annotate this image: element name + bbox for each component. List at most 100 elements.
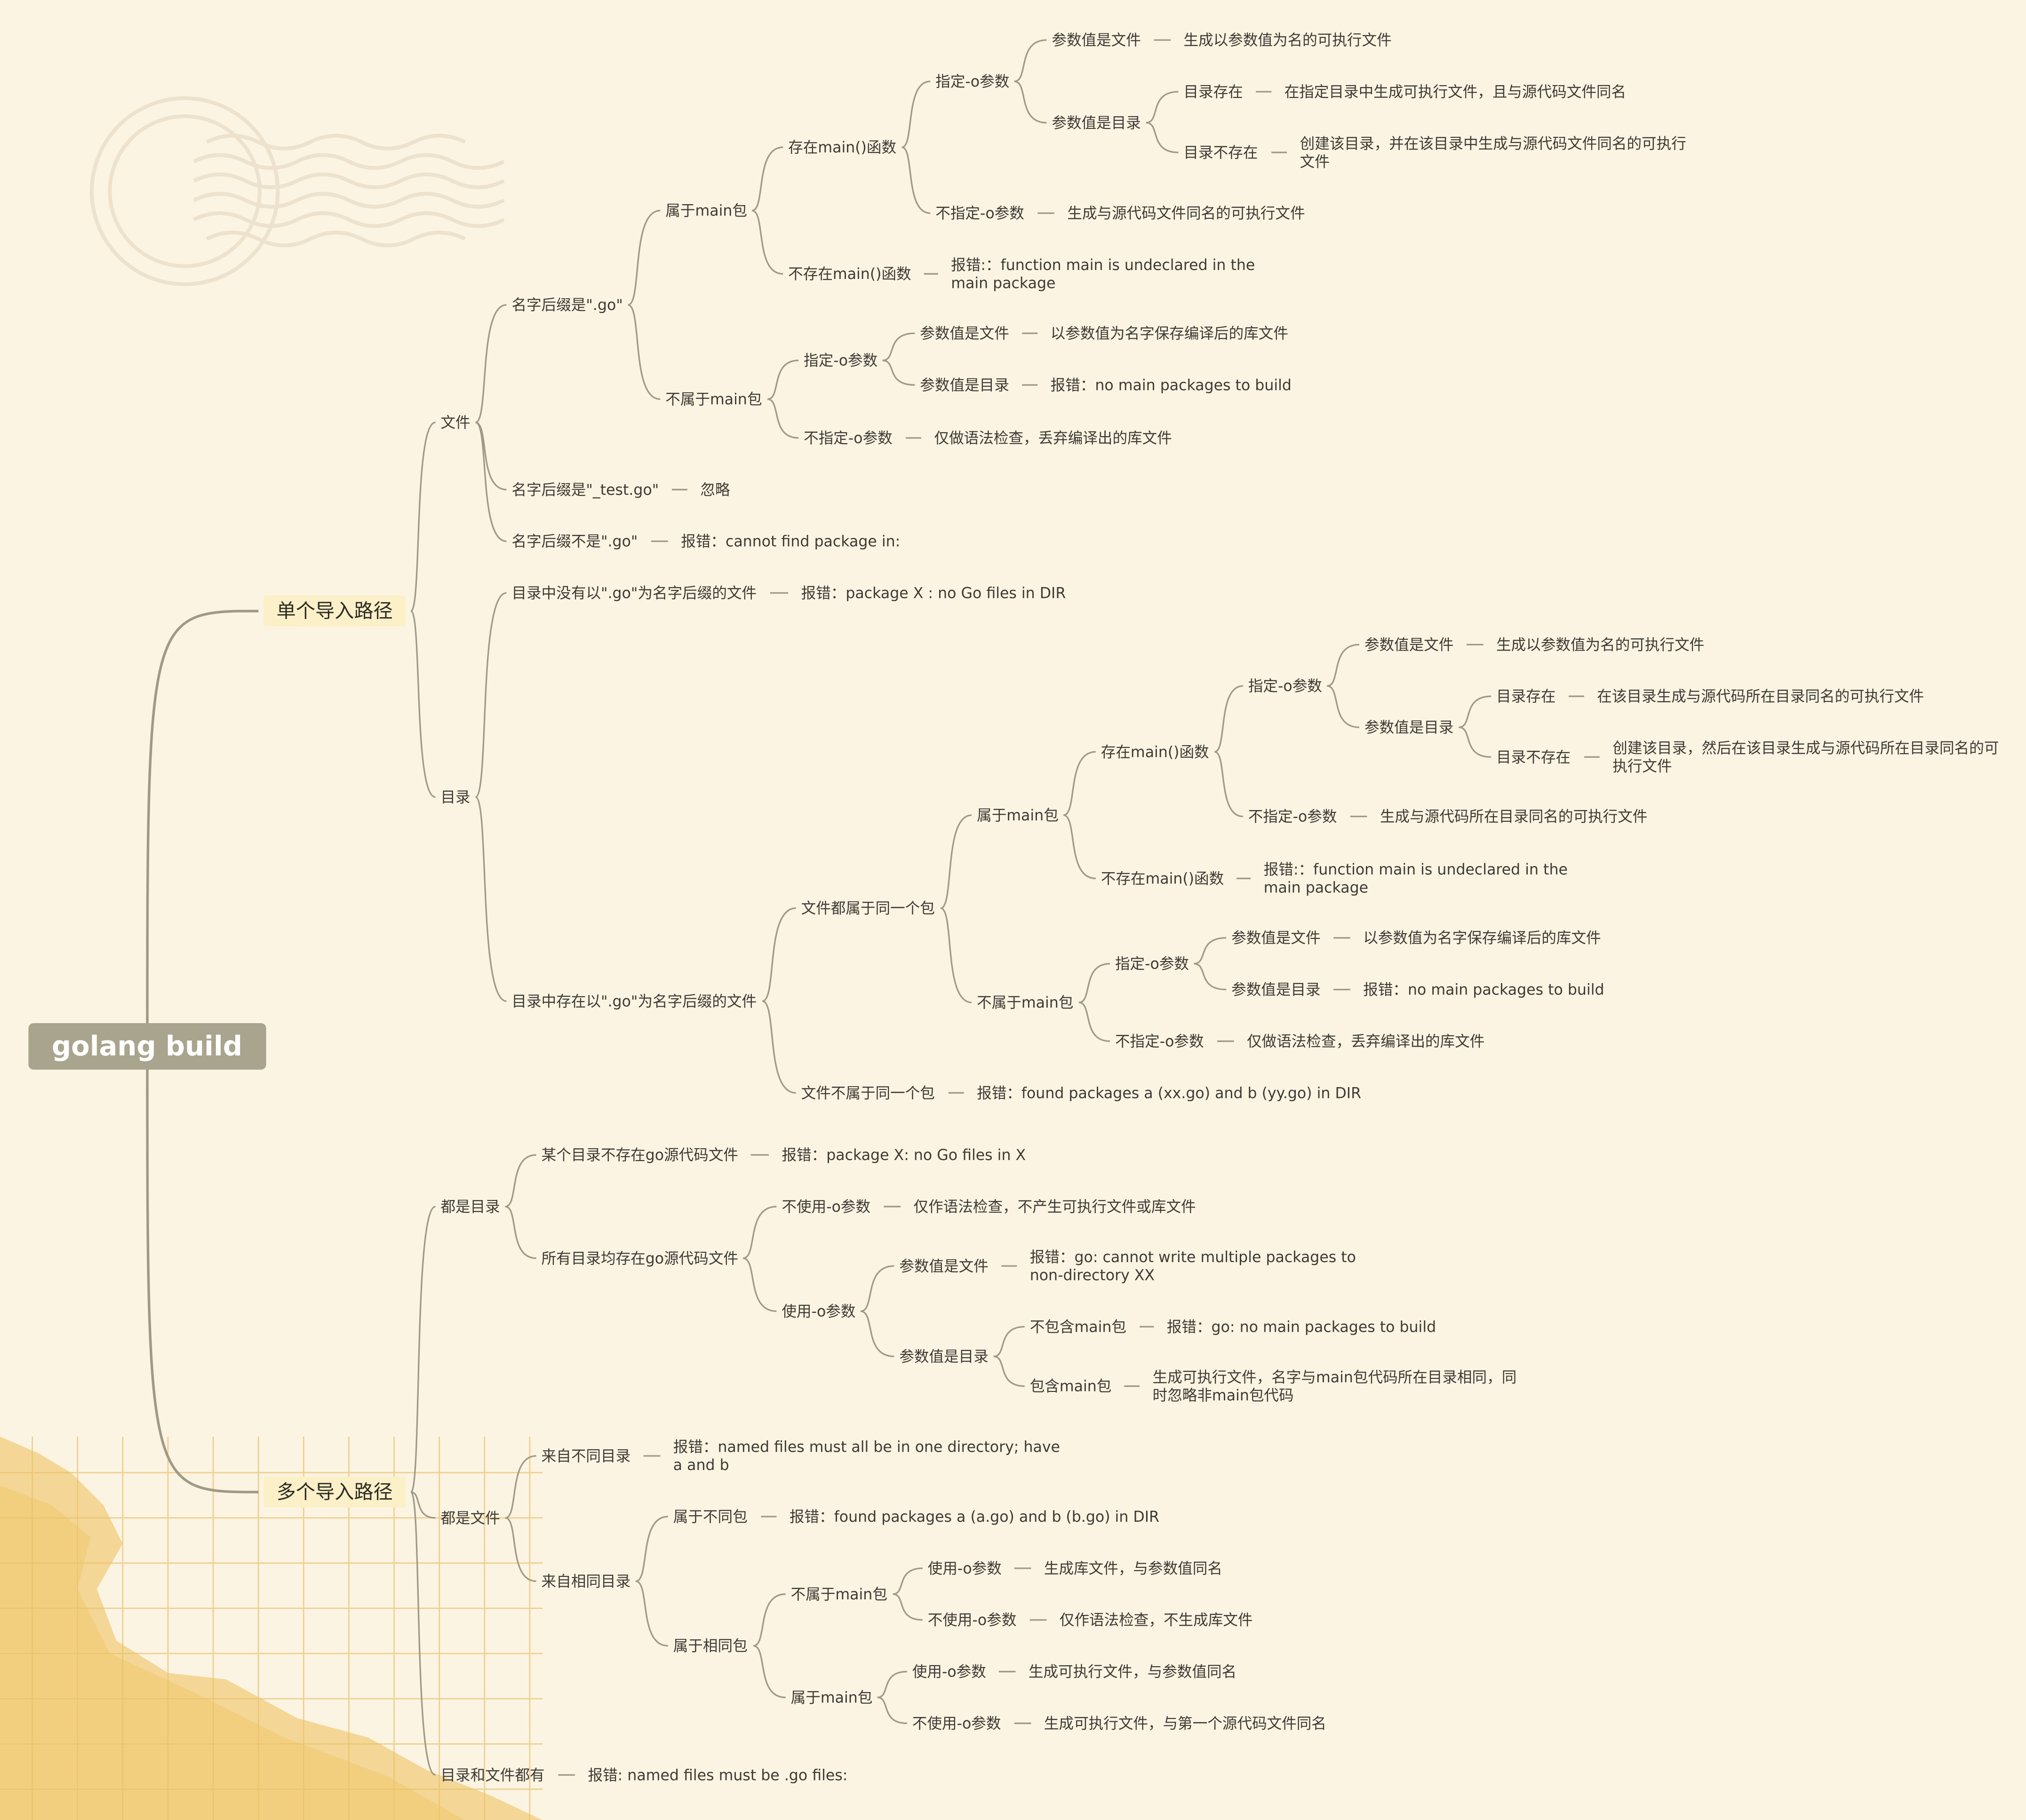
topic-node-i2[interactable]: 来自相同目录 [541,1572,631,1590]
connector-a6 [751,209,783,275]
topic-node-i10[interactable]: 不使用-o参数 [912,1714,1001,1733]
result-node-h1r[interactable]: 报错：package X: no Go files in X [782,1145,1026,1164]
result-node-e7r[interactable]: 创建该目录，然后在该目录生成与源代码所在目录同名的可执行文件 [1612,739,1999,775]
topic-node-f1[interactable]: 指定-o参数 [1115,954,1189,973]
topic-node-a6[interactable]: 不存在main()函数 [788,264,911,283]
topic-node-d1[interactable]: 目录中没有以".go"为名字后缀的文件 [511,584,757,602]
result-node-b2r[interactable]: 以参数值为名字保存编译后的库文件 [1050,324,1288,342]
topic-node-a5[interactable]: 不指定-o参数 [935,204,1024,223]
topic-node-e0[interactable]: 文件都属于同一个包 [801,899,935,917]
result-node-d1r[interactable]: 报错：package X : no Go files in DIR [801,584,1066,602]
topic-node-b2[interactable]: 参数值是文件 [920,324,1009,342]
topic-node-e1[interactable]: 属于main包 [977,806,1059,825]
topic-node-e9[interactable]: 不存在main()函数 [1101,869,1224,888]
topic-node-s-f[interactable]: 文件 [440,413,471,432]
main-branch-topic-m[interactable]: 多个导入路径 [263,1476,406,1508]
connector-b4 [767,398,799,439]
topic-node-i4[interactable]: 属于相同包 [673,1637,748,1655]
topic-node-s-f-go[interactable]: 名字后缀是".go" [511,295,623,314]
result-node-i1r[interactable]: 报错：named files must all be in one direct… [673,1438,1060,1474]
topic-node-i7[interactable]: 不使用-o参数 [927,1611,1017,1629]
result-node-i9r[interactable]: 生成可执行文件，与参数值同名 [1028,1662,1237,1681]
topic-node-m-f[interactable]: 都是文件 [440,1509,500,1527]
result-node-f3r[interactable]: 报错：no main packages to build [1363,980,1604,999]
topic-node-s-f-go-m-h[interactable]: 存在main()函数 [788,138,897,157]
result-node-b3r[interactable]: 报错：no main packages to build [1050,376,1292,394]
result-node-i3r[interactable]: 报错：found packages a (a.go) and b (b.go) … [789,1507,1159,1526]
result-node-i6r[interactable]: 生成库文件，与参数值同名 [1044,1559,1222,1578]
topic-node-f4[interactable]: 不指定-o参数 [1115,1032,1204,1050]
result-node-a4r[interactable]: 创建该目录，并在该目录中生成与源代码文件同名的可执行文件 [1300,134,1686,171]
topic-node-a2[interactable]: 参数值是目录 [1052,113,1141,132]
topic-node-s-f-go-m-h-o[interactable]: 指定-o参数 [935,72,1010,91]
result-node-f4r[interactable]: 仅做语法检查，丢弃编译出的库文件 [1247,1032,1485,1050]
topic-node-h5[interactable]: 参数值是文件 [899,1257,989,1275]
result-node-a6r[interactable]: 报错:：function main is undeclared in the m… [951,255,1255,292]
topic-node-e6[interactable]: 目录存在 [1496,687,1556,706]
connector-h2 [505,1206,536,1259]
result-node-a1r[interactable]: 生成以参数值为名的可执行文件 [1183,31,1392,49]
topic-node-a4[interactable]: 目录不存在 [1183,143,1258,162]
result-node-e9r[interactable]: 报错:：function main is undeclared in the m… [1263,860,1568,897]
connector-e0 [762,907,796,1002]
topic-node-a3[interactable]: 目录存在 [1183,82,1243,101]
root-topic-root[interactable]: golang build [28,1023,266,1070]
topic-node-s-d[interactable]: 目录 [440,788,471,806]
topic-node-h6[interactable]: 参数值是目录 [899,1347,989,1366]
connector-h3 [742,1206,777,1259]
result-node-e8r[interactable]: 生成与源代码所在目录同名的可执行文件 [1380,807,1648,826]
topic-node-c2[interactable]: 名字后缀不是".go" [511,532,638,550]
result-node-a3r[interactable]: 在指定目录中生成可执行文件，且与源代码文件同名 [1284,82,1627,101]
topic-node-f0[interactable]: 不属于main包 [977,993,1074,1012]
topic-node-i3[interactable]: 属于不同包 [673,1507,748,1526]
connector-c2 [475,421,507,542]
topic-node-d2[interactable]: 目录中存在以".go"为名字后缀的文件 [511,992,757,1010]
result-node-i7r[interactable]: 仅作语法检查，不生成库文件 [1059,1611,1253,1629]
topic-node-g0[interactable]: 文件不属于同一个包 [801,1084,935,1102]
result-node-e6r[interactable]: 在该目录生成与源代码所在目录同名的可执行文件 [1597,687,1924,706]
topic-node-h8[interactable]: 包含main包 [1029,1377,1112,1395]
result-node-j1r[interactable]: 报错: named files must be .go files: [588,1766,848,1784]
topic-node-e5[interactable]: 参数值是目录 [1364,718,1454,737]
topic-node-c1[interactable]: 名字后缀是"_test.go" [511,480,659,499]
main-branch-topic-s[interactable]: 单个导入路径 [263,595,406,627]
result-node-c2r[interactable]: 报错：cannot find package in: [681,532,901,550]
result-node-e4r[interactable]: 生成以参数值为名的可执行文件 [1496,636,1705,654]
result-node-h7r[interactable]: 报错：go: no main packages to build [1166,1318,1436,1336]
result-node-b4r[interactable]: 仅做语法检查，丢弃编译出的库文件 [934,429,1172,447]
topic-node-h3[interactable]: 不使用-o参数 [782,1197,871,1216]
topic-node-b4[interactable]: 不指定-o参数 [804,429,893,447]
result-node-f2r[interactable]: 以参数值为名字保存编译后的库文件 [1363,929,1601,947]
result-node-h5r[interactable]: 报错：go: cannot write multiple packages to… [1029,1248,1356,1284]
topic-node-e4[interactable]: 参数值是文件 [1364,636,1454,654]
result-node-h3r[interactable]: 仅作语法检查，不产生可执行文件或库文件 [913,1197,1196,1216]
topic-node-i1[interactable]: 来自不同目录 [541,1446,631,1465]
topic-node-h2[interactable]: 所有目录均存在go源代码文件 [541,1249,739,1268]
topic-node-h7[interactable]: 不包含main包 [1029,1318,1126,1336]
topic-node-h1[interactable]: 某个目录不存在go源代码文件 [541,1145,739,1164]
topic-node-i5[interactable]: 不属于main包 [790,1585,887,1604]
topic-node-b0[interactable]: 不属于main包 [665,390,762,408]
result-node-i10r[interactable]: 生成可执行文件，与第一个源代码文件同名 [1044,1714,1326,1733]
topic-node-j1[interactable]: 目录和文件都有 [440,1766,545,1784]
topic-node-m-d[interactable]: 都是目录 [440,1197,500,1216]
topic-node-s-f-go-m[interactable]: 属于main包 [665,201,747,220]
topic-node-b3[interactable]: 参数值是目录 [920,376,1009,394]
topic-node-e2[interactable]: 存在main()函数 [1101,743,1209,761]
result-node-g0r[interactable]: 报错：found packages a (xx.go) and b (yy.go… [977,1084,1362,1102]
result-node-c1r[interactable]: 忽略 [700,480,730,499]
topic-node-i6[interactable]: 使用-o参数 [927,1559,1002,1578]
result-node-h8r[interactable]: 生成可执行文件，名字与main包代码所在目录相同，同时忽略非main包代码 [1152,1368,1517,1405]
result-node-a5r[interactable]: 生成与源代码文件同名的可执行文件 [1067,204,1305,223]
topic-node-a1[interactable]: 参数值是文件 [1052,31,1141,49]
topic-node-f3[interactable]: 参数值是目录 [1231,980,1321,999]
topic-node-h4[interactable]: 使用-o参数 [782,1302,856,1320]
topic-node-b1[interactable]: 指定-o参数 [804,351,878,370]
topic-node-i9[interactable]: 使用-o参数 [912,1662,986,1681]
topic-node-e7[interactable]: 目录不存在 [1496,748,1571,766]
topic-node-e8[interactable]: 不指定-o参数 [1248,807,1337,826]
topic-node-e3[interactable]: 指定-o参数 [1248,677,1322,695]
topic-node-i8[interactable]: 属于main包 [790,1688,873,1707]
topic-node-f2[interactable]: 参数值是文件 [1231,929,1321,947]
